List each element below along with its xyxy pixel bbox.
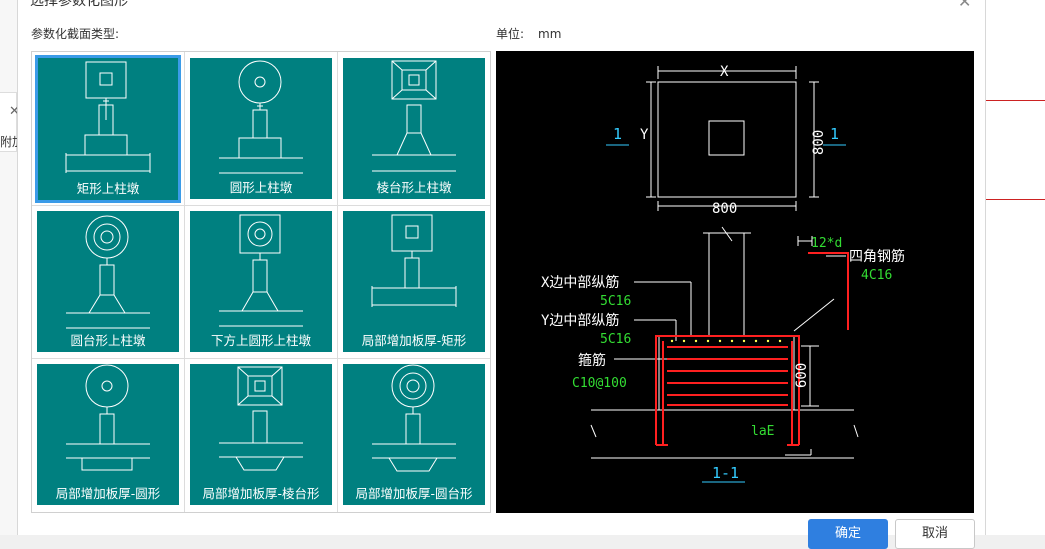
- grid-divider: [32, 205, 490, 206]
- type-tile-label: 局部增加板厚-圆台形: [355, 486, 473, 501]
- corner-bar-label: 四角钢筋: [849, 248, 905, 265]
- type-tile-label: 棱台形上柱墩: [376, 180, 452, 195]
- type-tile-label: 圆台形上柱墩: [70, 333, 146, 348]
- background-red-line: [986, 199, 1045, 200]
- type-tile-frustum-pier[interactable]: 棱台形上柱墩: [338, 52, 491, 205]
- close-icon[interactable]: ✕: [958, 0, 972, 11]
- type-tile-round-frustum-pier[interactable]: 圆台形上柱墩: [32, 205, 185, 358]
- corner-bar-value: 4C16: [861, 268, 892, 283]
- local-thick-rect-icon: [371, 214, 457, 307]
- grid-divider: [184, 52, 185, 512]
- background-side-label: 附加: [0, 135, 17, 149]
- round-pier-icon: [219, 60, 303, 174]
- dim-800-bottom: 800: [712, 201, 737, 217]
- dim-x-label: X: [720, 64, 729, 80]
- type-tile-label: 矩形上柱墩: [76, 181, 140, 196]
- local-thick-round-icon: [66, 364, 150, 471]
- parametric-shape-dialog: 选择参数化图形 ✕ 参数化截面类型: 单位:mm 矩形上柱墩 圆形上柱墩: [17, 0, 986, 549]
- ok-button[interactable]: 确定: [808, 519, 888, 549]
- lae-label: laE: [751, 424, 774, 439]
- local-thick-round-frustum-icon: [372, 364, 456, 472]
- section-title: 1-1: [712, 464, 739, 482]
- dim-y-label: Y: [640, 127, 649, 143]
- local-thick-frustum-icon: [219, 366, 303, 471]
- dim-800-right: 800: [811, 130, 827, 155]
- type-tile-label: 圆形上柱墩: [229, 180, 293, 195]
- y-bar-value: 5C16: [600, 332, 631, 347]
- anchor-12d-label: 12*d: [811, 236, 842, 251]
- section-type-grid: 矩形上柱墩 圆形上柱墩 棱台形上柱墩 圆: [31, 51, 491, 513]
- section-type-label: 参数化截面类型:: [31, 27, 120, 41]
- type-tile-round-pier[interactable]: 圆形上柱墩: [185, 52, 338, 205]
- frustum-pier-icon: [372, 60, 456, 172]
- type-tile-label: 下方上圆形上柱墩: [210, 333, 311, 348]
- type-tile-square-round-pier[interactable]: 下方上圆形上柱墩: [185, 205, 338, 358]
- background-right-panel: [986, 0, 1045, 535]
- cad-preview: X Y 800 800 1 1 12*d 四角钢筋 4C16 X边中部纵筋 5C…: [496, 51, 974, 513]
- dim-600-label: 600: [794, 363, 810, 388]
- unit-value: mm: [538, 27, 562, 41]
- section-mark-right: 1: [830, 125, 839, 143]
- square-round-pier-icon: [219, 214, 303, 327]
- grid-divider: [32, 358, 490, 359]
- section-mark-left: 1: [613, 125, 622, 143]
- dialog-title: 选择参数化图形: [30, 0, 128, 9]
- stirrup-label: 箍筋: [578, 352, 606, 369]
- rect-pier-icon: [65, 61, 151, 173]
- type-tile-rect-pier[interactable]: 矩形上柱墩: [32, 52, 185, 205]
- background-close-icon: ✕: [9, 104, 20, 119]
- background-left-panel: ✕ 附加: [0, 0, 20, 535]
- cad-preview-drawing: X Y 800 800 1 1 12*d 四角钢筋 4C16 X边中部纵筋 5C…: [541, 64, 905, 483]
- type-tile-label: 局部增加板厚-圆形: [55, 486, 161, 501]
- cancel-button[interactable]: 取消: [895, 519, 975, 549]
- type-tile-label: 局部增加板厚-矩形: [361, 333, 467, 348]
- background-red-line: [986, 100, 1045, 101]
- type-tile-local-thick-frustum[interactable]: 局部增加板厚-棱台形: [185, 358, 338, 511]
- type-tile-local-thick-rect[interactable]: 局部增加板厚-矩形: [338, 205, 491, 358]
- y-bar-label: Y边中部纵筋: [541, 312, 619, 329]
- grid-divider: [337, 52, 338, 512]
- background-side-item: [0, 92, 17, 152]
- stirrup-value: C10@100: [572, 376, 627, 391]
- type-tile-local-thick-round[interactable]: 局部增加板厚-圆形: [32, 358, 185, 511]
- unit-label: 单位:mm: [496, 27, 562, 41]
- round-frustum-pier-icon: [66, 215, 150, 329]
- type-tile-label: 局部增加板厚-棱台形: [202, 486, 320, 501]
- type-tile-local-thick-round-frustum[interactable]: 局部增加板厚-圆台形: [338, 358, 491, 511]
- x-bar-value: 5C16: [600, 294, 631, 309]
- x-bar-label: X边中部纵筋: [541, 274, 619, 291]
